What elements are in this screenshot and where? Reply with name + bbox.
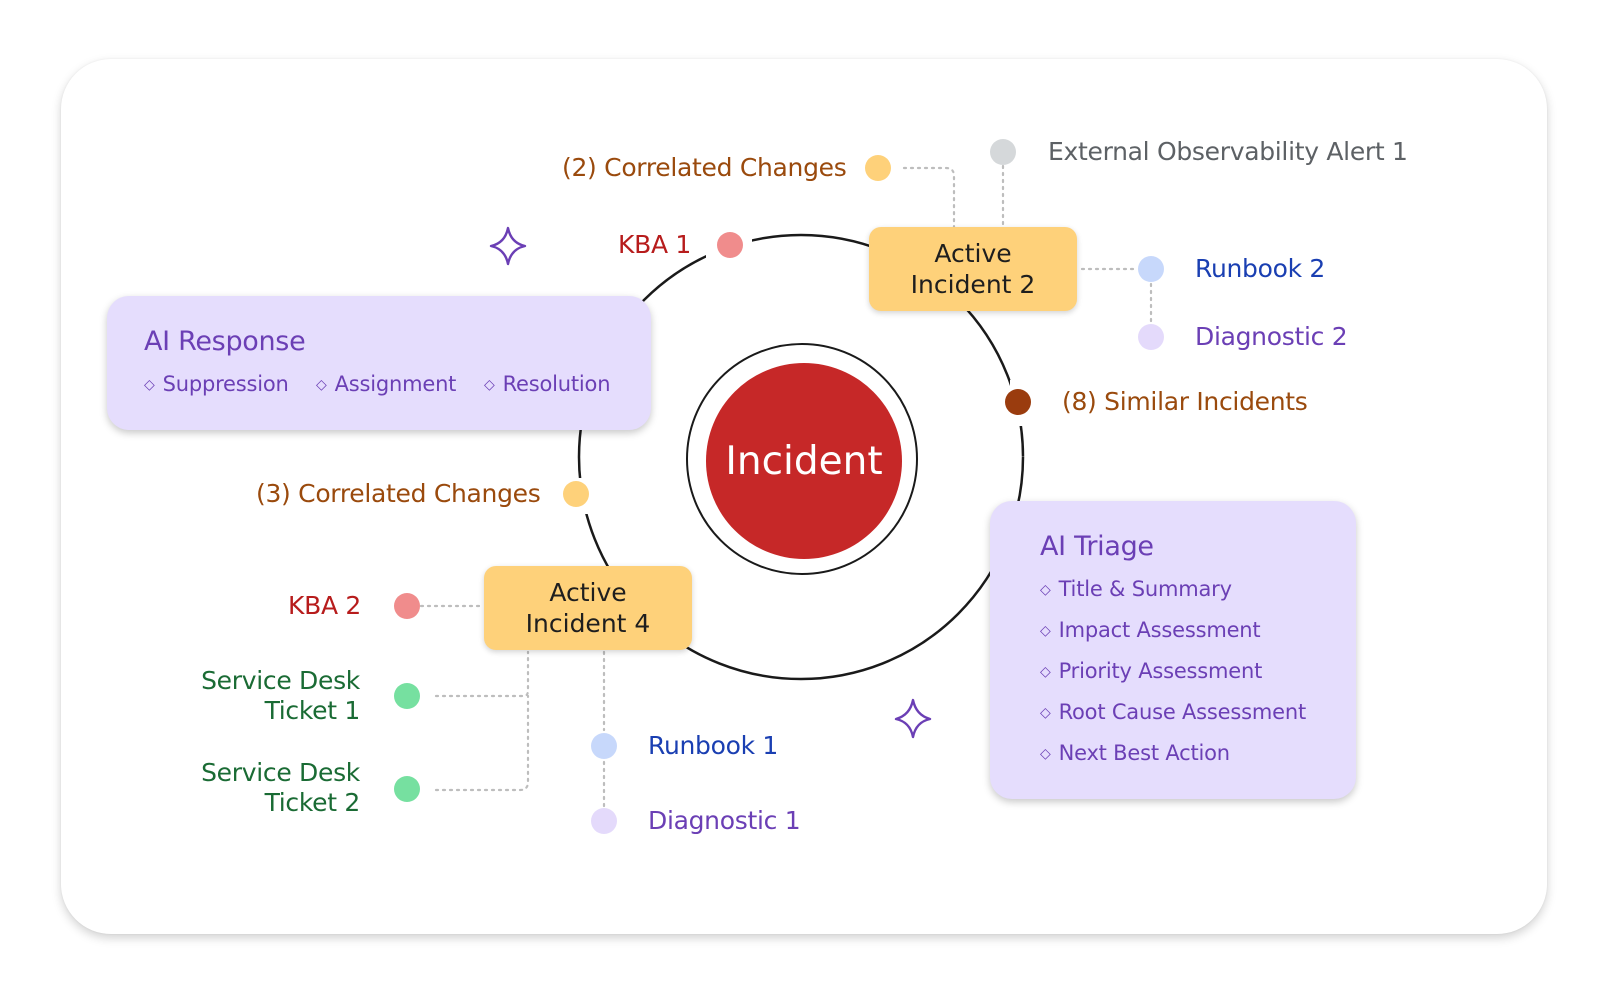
correlated-changes-3-dot[interactable] bbox=[563, 481, 589, 507]
ai-response-title: AI Response bbox=[144, 326, 306, 357]
diamond-outline-icon: ◇ bbox=[484, 377, 495, 393]
diamond-outline-icon: ◇ bbox=[1040, 664, 1051, 680]
external-alert-1-label: External Observability Alert 1 bbox=[1048, 137, 1408, 166]
connector-ticket1 bbox=[434, 650, 530, 698]
connector-correlated2 bbox=[902, 166, 956, 230]
ai-triage-item: ◇Priority Assessment bbox=[1040, 659, 1263, 683]
ai-triage-item: ◇Root Cause Assessment bbox=[1040, 700, 1306, 724]
service-desk-ticket-2-dot[interactable] bbox=[394, 776, 420, 802]
external-alert-1-dot[interactable] bbox=[990, 139, 1016, 165]
diagnostic-1-label: Diagnostic 1 bbox=[648, 806, 801, 835]
runbook-2-label: Runbook 2 bbox=[1195, 254, 1326, 283]
ai-response-panel[interactable]: AI Response ◇Suppression ◇Assignment ◇Re… bbox=[107, 296, 651, 430]
ai-triage-title: AI Triage bbox=[1040, 531, 1154, 562]
sparkle-icon bbox=[489, 226, 527, 266]
service-desk-ticket-2-label: Service Desk Ticket 2 bbox=[196, 758, 360, 818]
service-desk-ticket-2-line1: Service Desk bbox=[201, 758, 360, 787]
diagnostic-1-dot[interactable] bbox=[591, 808, 617, 834]
kba-2-dot[interactable] bbox=[394, 593, 420, 619]
orbit-ring bbox=[577, 233, 1025, 681]
similar-incidents-dot[interactable] bbox=[1005, 389, 1031, 415]
similar-incidents-label: (8) Similar Incidents bbox=[1062, 387, 1308, 416]
active-incident-4-line2: Incident 4 bbox=[525, 609, 651, 638]
ai-triage-panel[interactable]: AI Triage ◇Title & Summary ◇Impact Asses… bbox=[990, 501, 1356, 799]
diamond-outline-icon: ◇ bbox=[1040, 705, 1051, 721]
diamond-outline-icon: ◇ bbox=[1040, 746, 1051, 762]
correlated-changes-2-dot[interactable] bbox=[865, 155, 891, 181]
kba-1-dot[interactable] bbox=[717, 232, 743, 258]
diamond-outline-icon: ◇ bbox=[316, 377, 327, 393]
diamond-outline-icon: ◇ bbox=[1040, 623, 1051, 639]
diamond-outline-icon: ◇ bbox=[1040, 582, 1051, 598]
service-desk-ticket-1-label: Service Desk Ticket 1 bbox=[196, 666, 360, 726]
incident-node[interactable]: Incident bbox=[706, 363, 902, 559]
kba-1-label: KBA 1 bbox=[618, 230, 691, 259]
incident-outer-ring bbox=[686, 343, 918, 575]
service-desk-ticket-1-line1: Service Desk bbox=[201, 666, 360, 695]
ai-triage-item: ◇Impact Assessment bbox=[1040, 618, 1261, 642]
ai-triage-item: ◇Title & Summary bbox=[1040, 577, 1232, 601]
active-incident-2-box[interactable]: Active Incident 2 bbox=[869, 227, 1077, 311]
ai-triage-item: ◇Next Best Action bbox=[1040, 741, 1230, 765]
correlated-changes-3-label: (3) Correlated Changes bbox=[256, 479, 541, 508]
incident-label: Incident bbox=[725, 438, 883, 484]
active-incident-2-line1: Active bbox=[934, 239, 1012, 268]
runbook-1-label: Runbook 1 bbox=[648, 731, 779, 760]
active-incident-4-line1: Active bbox=[549, 578, 627, 607]
connector-ticket2 bbox=[434, 694, 530, 792]
diagnostic-2-dot[interactable] bbox=[1138, 324, 1164, 350]
diamond-outline-icon: ◇ bbox=[144, 377, 155, 393]
ai-response-item: ◇Resolution bbox=[484, 372, 611, 396]
ai-response-item: ◇Suppression bbox=[144, 372, 289, 396]
ai-response-item: ◇Assignment bbox=[316, 372, 457, 396]
correlated-changes-2-label: (2) Correlated Changes bbox=[562, 153, 847, 182]
runbook-1-dot[interactable] bbox=[591, 733, 617, 759]
service-desk-ticket-1-dot[interactable] bbox=[394, 683, 420, 709]
active-incident-2-line2: Incident 2 bbox=[910, 270, 1036, 299]
runbook-2-dot[interactable] bbox=[1138, 256, 1164, 282]
service-desk-ticket-2-line2: Ticket 2 bbox=[264, 788, 361, 817]
diagnostic-2-label: Diagnostic 2 bbox=[1195, 322, 1348, 351]
service-desk-ticket-1-line2: Ticket 1 bbox=[264, 696, 361, 725]
sparkle-icon bbox=[894, 698, 932, 739]
active-incident-4-box[interactable]: Active Incident 4 bbox=[484, 566, 692, 650]
kba-2-label: KBA 2 bbox=[288, 591, 361, 620]
